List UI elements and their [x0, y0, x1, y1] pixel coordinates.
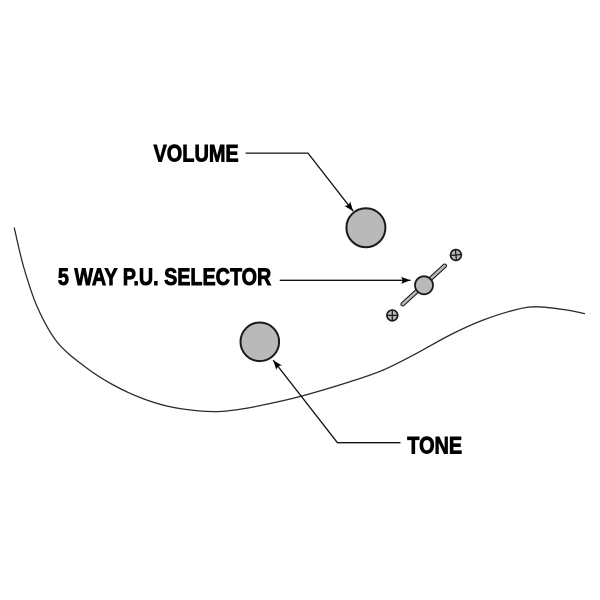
svg-text:TONE: TONE	[407, 432, 462, 459]
svg-text:VOLUME: VOLUME	[154, 140, 239, 167]
svg-text:5 WAY P.U. SELECTOR: 5 WAY P.U. SELECTOR	[58, 264, 272, 291]
